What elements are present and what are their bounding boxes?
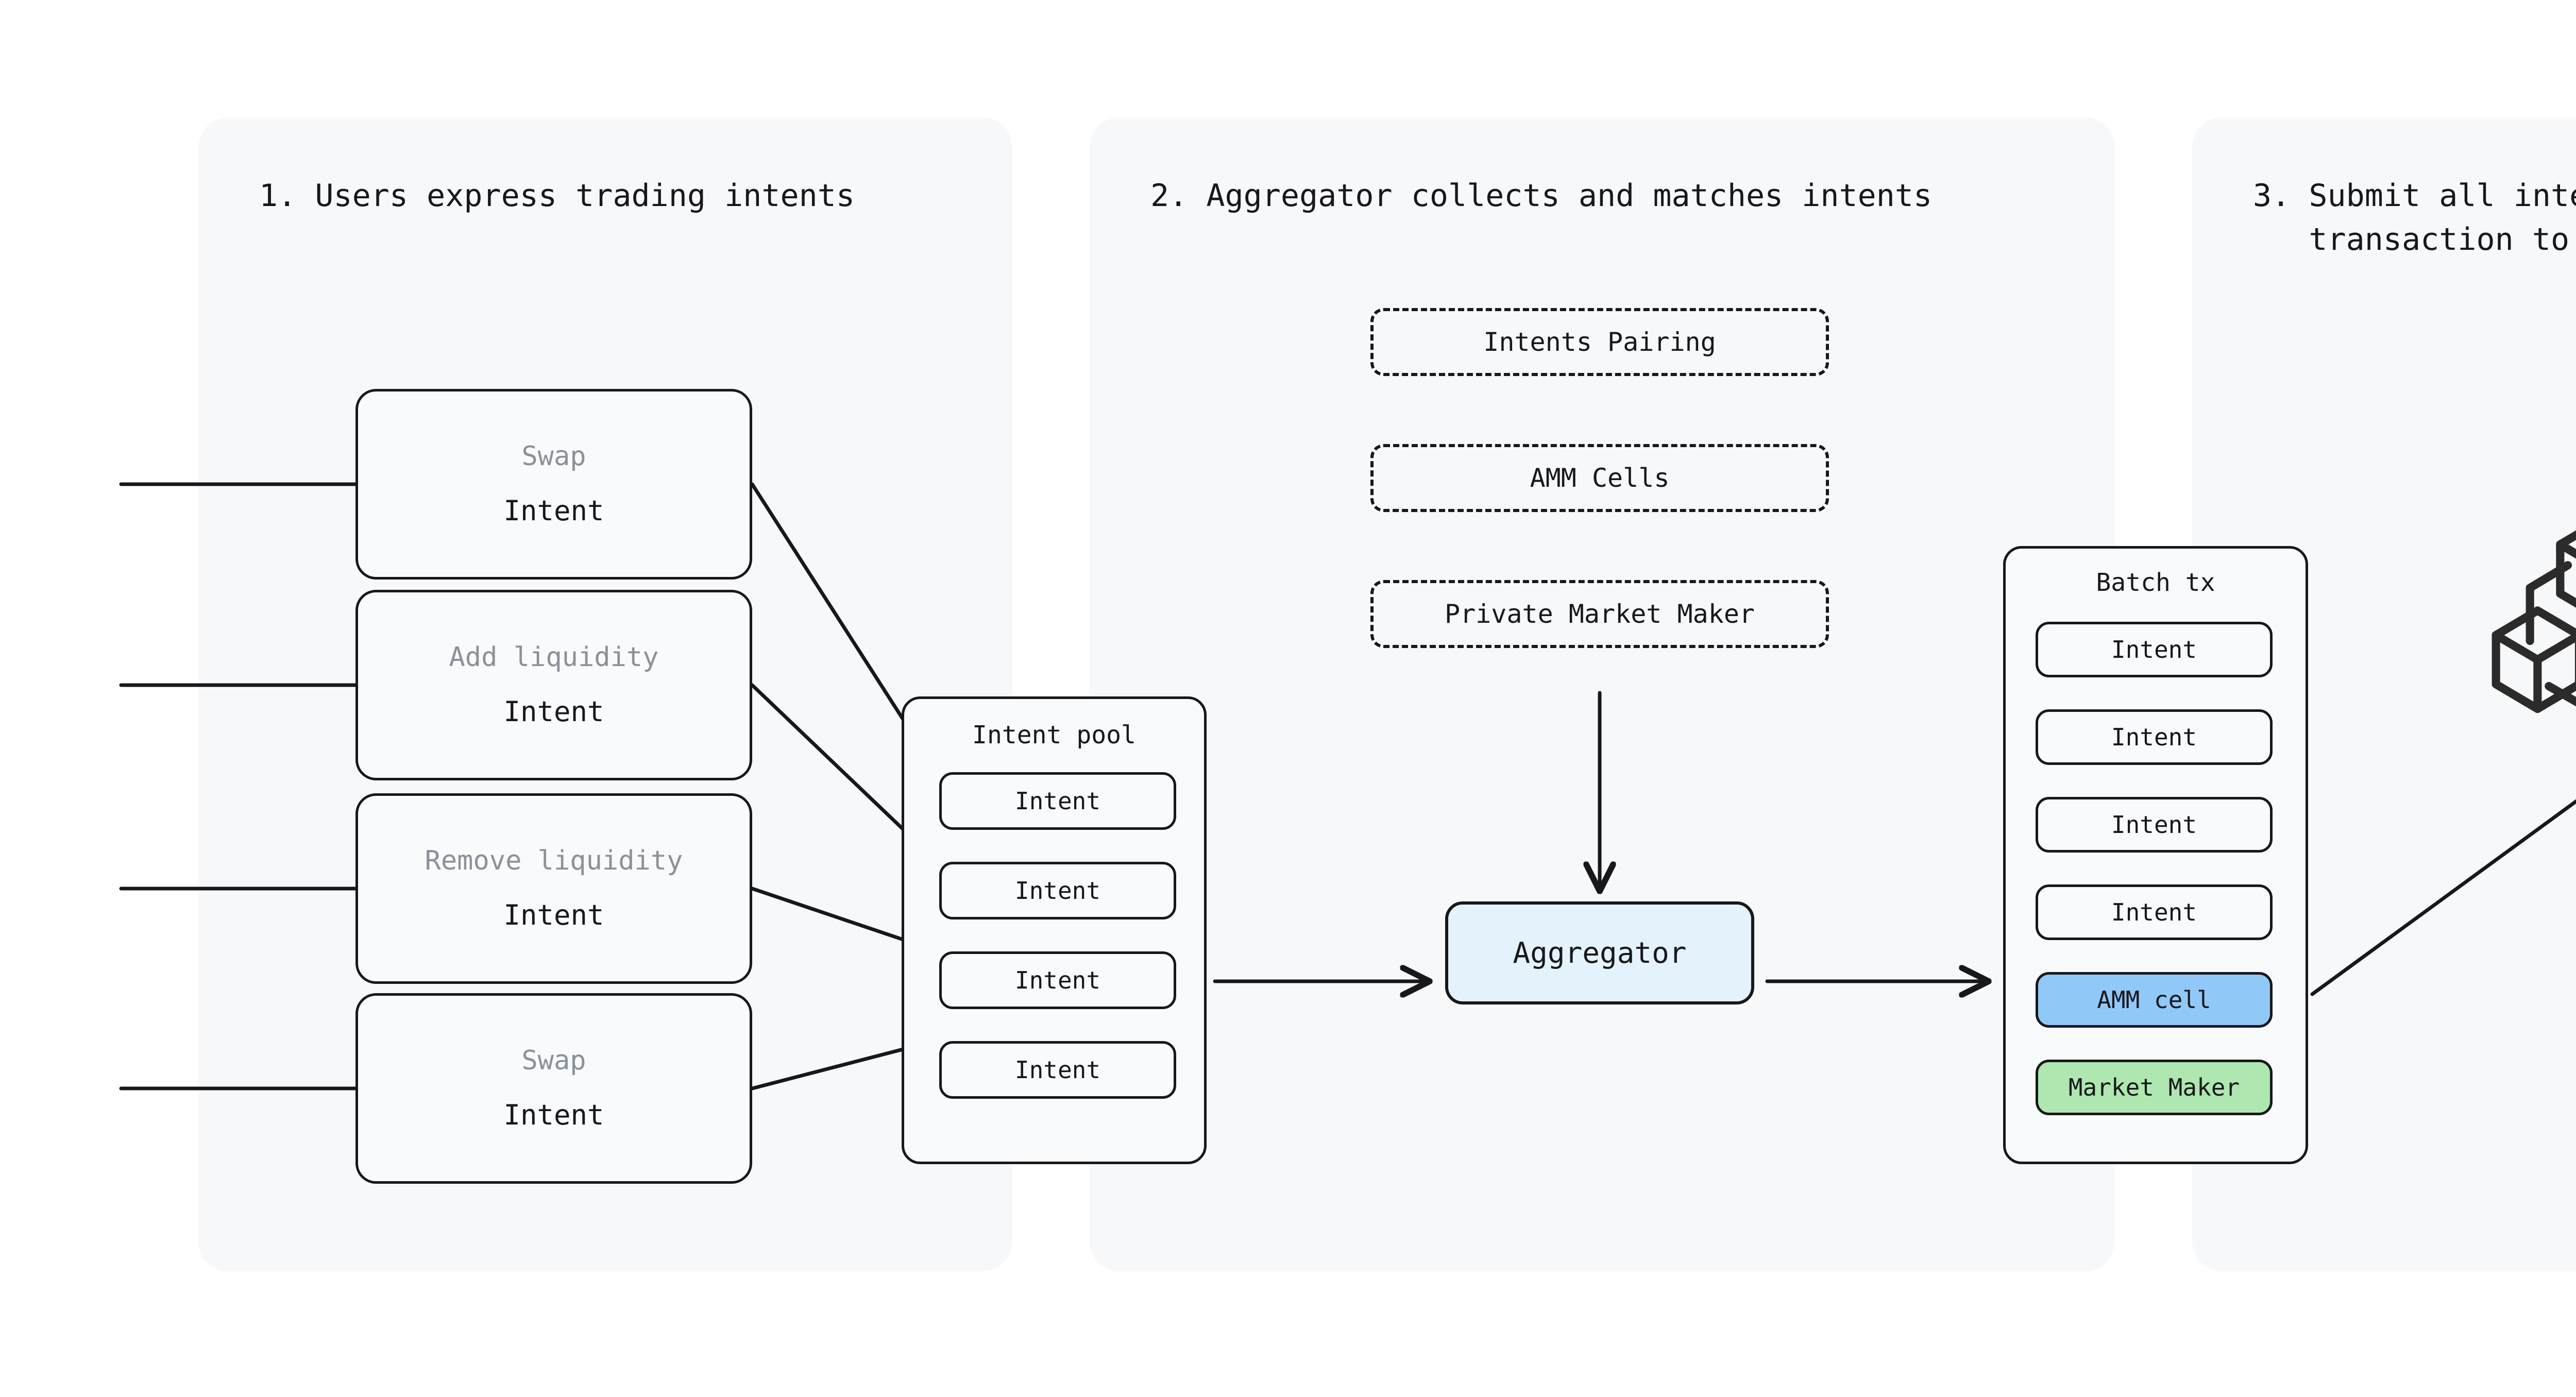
intent-card-swap-1[interactable]: Swap Intent <box>355 389 752 580</box>
strategy-private-market-maker[interactable]: Private Market Maker <box>1370 580 1829 648</box>
intent-card-label: Intent <box>503 494 604 527</box>
intent-card-action: Remove liquidity <box>425 845 683 877</box>
intent-card-label: Intent <box>503 898 604 931</box>
intent-pool-chip[interactable]: Intent <box>939 772 1176 830</box>
batch-chip-amm-cell[interactable]: AMM cell <box>2036 972 2273 1028</box>
batch-chip-intent[interactable]: Intent <box>2036 797 2273 853</box>
aggregator-node[interactable]: Aggregator <box>1445 901 1754 1004</box>
blockchain-cubes-icon <box>2488 505 2576 731</box>
intent-card-action: Swap <box>521 1045 586 1077</box>
intent-card-add-liquidity[interactable]: Add liquidity Intent <box>355 590 752 780</box>
intent-pool-title: Intent pool <box>972 721 1136 749</box>
batch-chip-intent[interactable]: Intent <box>2036 709 2273 765</box>
intent-pool-chip[interactable]: Intent <box>939 1041 1176 1099</box>
intent-card-label: Intent <box>503 695 604 728</box>
batch-tx-title: Batch tx <box>2096 568 2215 597</box>
batch-tx-container: Batch tx Intent Intent Intent Intent AMM… <box>2003 546 2308 1164</box>
strategy-intents-pairing[interactable]: Intents Pairing <box>1370 308 1829 376</box>
intent-pool: Intent pool Intent Intent Intent Intent <box>902 696 1207 1164</box>
batch-chip-intent[interactable]: Intent <box>2036 622 2273 677</box>
intent-card-remove-liquidity[interactable]: Remove liquidity Intent <box>355 793 752 984</box>
batch-chip-intent[interactable]: Intent <box>2036 884 2273 940</box>
intent-card-swap-2[interactable]: Swap Intent <box>355 993 752 1184</box>
intent-pool-chip[interactable]: Intent <box>939 862 1176 919</box>
intent-card-action: Swap <box>521 441 586 472</box>
panel-3-title: 3. Submit all intents in a batch transac… <box>2253 178 2576 258</box>
panel-1-title: 1. Users express trading intents <box>259 178 855 214</box>
intent-card-action: Add liquidity <box>449 642 659 673</box>
panel-2-title: 2. Aggregator collects and matches inten… <box>1150 178 1933 214</box>
strategy-amm-cells[interactable]: AMM Cells <box>1370 444 1829 512</box>
panel-aggregator-matches: 2. Aggregator collects and matches inten… <box>1090 117 2115 1271</box>
batch-chip-market-maker[interactable]: Market Maker <box>2036 1060 2273 1115</box>
intent-card-label: Intent <box>503 1098 604 1131</box>
intent-pool-chip[interactable]: Intent <box>939 951 1176 1009</box>
